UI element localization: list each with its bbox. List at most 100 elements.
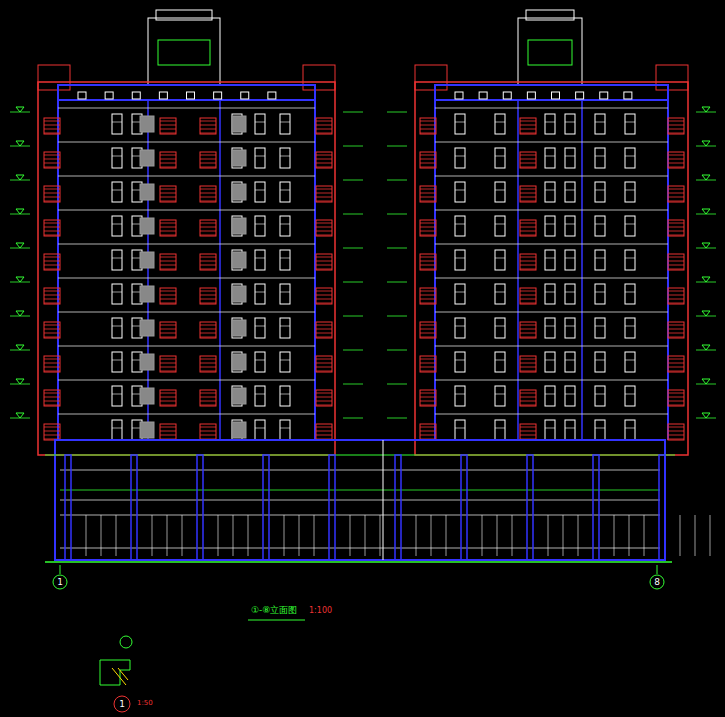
roof-band — [435, 85, 668, 100]
window — [255, 148, 265, 168]
balcony-rail — [520, 363, 536, 364]
floor-line — [58, 176, 315, 177]
balcony-rail — [200, 299, 216, 300]
level-triangle — [16, 141, 24, 146]
level-mark — [343, 180, 363, 181]
balcony-rail — [160, 371, 176, 372]
balcony-rail — [200, 159, 216, 160]
balcony-rail — [200, 333, 216, 334]
balcony — [44, 390, 60, 406]
balcony-rail — [44, 291, 60, 292]
podium-column — [329, 455, 335, 560]
window-bar — [280, 360, 290, 361]
window-bar — [495, 428, 505, 429]
window-bar — [565, 190, 575, 191]
balcony — [668, 322, 684, 338]
balcony-rail — [316, 435, 332, 436]
roof-vent — [78, 92, 86, 99]
wall-panel — [140, 320, 154, 336]
balcony — [668, 390, 684, 406]
floor-line — [435, 414, 668, 415]
balcony-rail — [200, 435, 216, 436]
axis-line — [657, 565, 658, 574]
balcony-rail — [420, 167, 436, 168]
balcony-rail — [160, 393, 176, 394]
podium-column — [659, 455, 665, 560]
balcony-rail — [420, 359, 436, 360]
parapet — [415, 65, 447, 90]
balcony-rail — [44, 367, 60, 368]
balcony-rail — [520, 167, 536, 168]
balcony — [668, 118, 684, 134]
balcony-rail — [316, 197, 332, 198]
window-bar — [495, 394, 505, 395]
level-triangle — [16, 311, 24, 316]
balcony — [200, 424, 216, 440]
balcony-rail — [668, 337, 684, 338]
balcony-rail — [668, 159, 684, 160]
level-mark — [387, 214, 407, 215]
floor-line — [435, 312, 668, 313]
window — [545, 420, 555, 440]
level-triangle — [16, 379, 24, 384]
balcony-rail — [200, 393, 216, 394]
level-mark — [387, 316, 407, 317]
shopfront-mullion — [629, 515, 630, 556]
window — [595, 182, 605, 202]
balcony-rail — [520, 159, 536, 160]
window-bar — [545, 224, 555, 225]
balcony-rail — [520, 193, 536, 194]
balcony-rail — [44, 197, 60, 198]
balcony-rail — [420, 189, 436, 190]
shopfront-mullion — [416, 515, 417, 556]
balcony — [316, 152, 332, 168]
balcony — [316, 424, 332, 440]
window — [455, 386, 465, 406]
window — [280, 216, 290, 236]
roof-cap — [156, 10, 212, 20]
window — [495, 114, 505, 134]
window — [112, 352, 122, 372]
axis-circle — [650, 575, 664, 589]
balcony — [420, 186, 436, 202]
balcony-rail — [200, 163, 216, 164]
level-mark — [387, 248, 407, 249]
balcony-rail — [420, 227, 436, 228]
balcony-rail — [44, 125, 60, 126]
window — [565, 318, 575, 338]
balcony-rail — [44, 193, 60, 194]
balcony-rail — [520, 125, 536, 126]
balcony-rail — [160, 121, 176, 122]
balcony — [160, 118, 176, 134]
window — [595, 284, 605, 304]
balcony-rail — [420, 333, 436, 334]
window-bar — [545, 394, 555, 395]
balcony-rail — [316, 133, 332, 134]
balcony — [668, 152, 684, 168]
balcony — [316, 356, 332, 372]
balcony — [44, 152, 60, 168]
balcony-rail — [200, 227, 216, 228]
window-bar — [255, 190, 265, 191]
roof-vent — [187, 92, 195, 99]
balcony-rail — [316, 401, 332, 402]
balcony-rail — [160, 435, 176, 436]
balcony-rail — [520, 295, 536, 296]
balcony-rail — [200, 235, 216, 236]
balcony-rail — [44, 133, 60, 134]
roof-vent — [479, 92, 487, 99]
window — [565, 182, 575, 202]
balcony — [200, 118, 216, 134]
balcony-rail — [316, 223, 332, 224]
wall-panel — [140, 150, 154, 166]
balcony — [200, 322, 216, 338]
detail-section — [100, 660, 130, 685]
window-bar — [545, 190, 555, 191]
balcony-rail — [200, 401, 216, 402]
balcony-rail — [316, 291, 332, 292]
balcony-rail — [200, 325, 216, 326]
balcony-rail — [44, 295, 60, 296]
balcony-rail — [520, 133, 536, 134]
window — [625, 182, 635, 202]
